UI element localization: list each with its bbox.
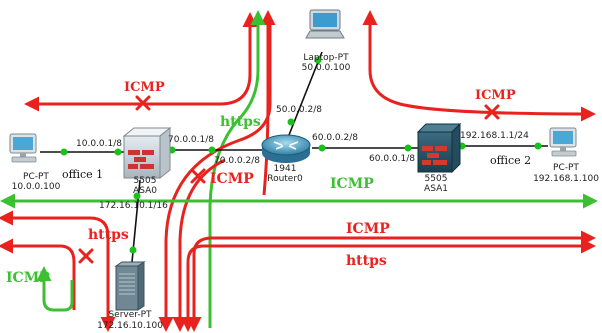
port-dot bbox=[133, 192, 141, 200]
https-flow-red-left bbox=[0, 210, 116, 332]
laptop-ip: 50.0.0.100 bbox=[302, 63, 351, 73]
port-dot bbox=[404, 144, 412, 152]
ip-label-asa0-router-bottom: 70.0.0.2/8 bbox=[214, 156, 260, 166]
blocked-x-icon bbox=[78, 248, 94, 264]
https-flow-red-right bbox=[180, 238, 596, 332]
ip-label-asa1-pc: 192.168.1.1/24 bbox=[460, 131, 529, 141]
blocked-marks bbox=[78, 95, 500, 264]
https-flow-green bbox=[208, 10, 266, 328]
laptop-type: Laptop-PT bbox=[303, 53, 349, 63]
pc-icon[interactable] bbox=[9, 133, 37, 163]
port-dot bbox=[534, 142, 542, 150]
pc-icon[interactable] bbox=[549, 127, 577, 157]
office-1-label: office 1 bbox=[62, 168, 103, 181]
port-dot bbox=[314, 56, 322, 64]
pc-left-ip: 10.0.0.100 bbox=[12, 182, 61, 192]
icmp-label-center: ICMP bbox=[210, 171, 254, 187]
icmp-label-top-right: ICMP bbox=[475, 88, 516, 103]
server-ip: 172.16.10.100 bbox=[97, 321, 163, 331]
traffic-flows bbox=[0, 9, 598, 332]
port-dot bbox=[208, 146, 216, 154]
ip-label-router-asa1-bottom: 60.0.0.1/8 bbox=[369, 154, 415, 164]
asa0-model: 5505 bbox=[134, 176, 157, 186]
traffic-labels: ICMP ICMP https ICMP ICMP https ICMP htt… bbox=[6, 80, 516, 286]
ip-label-asa0-router-top: 70.0.0.1/8 bbox=[168, 135, 214, 145]
flow-server-red-1 bbox=[158, 18, 272, 332]
ip-labels: 10.0.0.1/8 70.0.0.1/8 70.0.0.2/8 50.0.0.… bbox=[76, 105, 529, 211]
office-2-label: office 2 bbox=[490, 154, 531, 167]
icmp-label-green: ICMP bbox=[330, 176, 374, 192]
asa1-name: ASA1 bbox=[424, 184, 448, 194]
port-dot bbox=[114, 148, 122, 156]
pc-right-type: PC-PT bbox=[553, 163, 579, 173]
laptop-icon[interactable] bbox=[305, 9, 345, 39]
device-labels: PC-PT 10.0.0.100 5505 ASA0 1941 Router0 … bbox=[12, 53, 600, 331]
ip-label-router-asa1-top: 60.0.0.2/8 bbox=[312, 133, 358, 143]
icmp-flow-red-right bbox=[186, 230, 596, 332]
router0-model: 1941 bbox=[274, 164, 297, 174]
ip-label-pc-asa0: 10.0.0.1/8 bbox=[76, 139, 122, 149]
port-dot bbox=[129, 246, 137, 254]
https-label-right: https bbox=[346, 253, 387, 269]
icmp-label-right: ICMP bbox=[346, 221, 390, 237]
link-router-laptop bbox=[286, 51, 323, 141]
server-type: Server-PT bbox=[108, 310, 152, 320]
asa0-name: ASA0 bbox=[133, 186, 157, 196]
pc-left-type: PC-PT bbox=[23, 172, 49, 182]
ip-label-router-laptop: 50.0.0.2/8 bbox=[276, 105, 322, 115]
icmp-flow-top-right bbox=[362, 9, 596, 122]
icmp-flow-top-left bbox=[24, 11, 258, 112]
router0-name: Router0 bbox=[267, 174, 303, 184]
icmp-label-top-left: ICMP bbox=[124, 80, 165, 95]
blocked-x-icon bbox=[484, 104, 500, 120]
port-dot bbox=[60, 148, 68, 156]
https-label-center: https bbox=[220, 114, 261, 130]
port-dot bbox=[318, 144, 326, 152]
icmp-label-bottom-left: ICMP bbox=[6, 270, 50, 286]
icmp-flow-green-left bbox=[36, 266, 74, 312]
firewall-icon[interactable] bbox=[416, 122, 462, 174]
firewall-icon[interactable] bbox=[122, 126, 172, 180]
https-label-left: https bbox=[88, 227, 129, 243]
blocked-x-icon bbox=[135, 95, 151, 111]
ip-label-asa0-server: 172.16.10.1/16 bbox=[99, 201, 168, 211]
port-dot bbox=[287, 118, 295, 126]
icmp-flow-red-left-lower bbox=[0, 238, 76, 310]
asa1-model: 5505 bbox=[425, 174, 448, 184]
flow-router-up-red bbox=[260, 10, 276, 196]
router-icon[interactable] bbox=[261, 134, 311, 163]
server-icon[interactable] bbox=[114, 261, 146, 311]
pc-right-ip: 192.168.1.100 bbox=[533, 174, 599, 184]
blocked-x-icon bbox=[190, 168, 206, 184]
